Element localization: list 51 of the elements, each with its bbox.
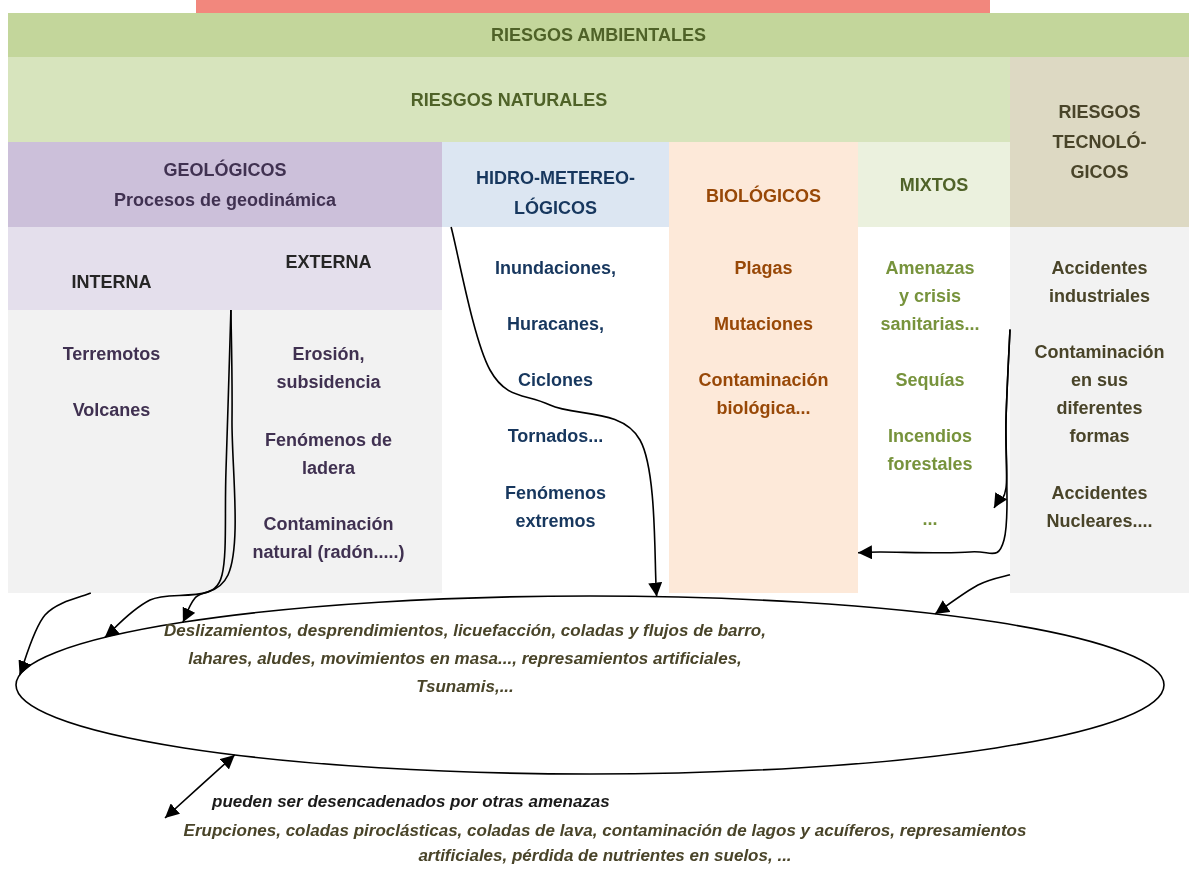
heading-text: MIXTOS xyxy=(899,173,969,197)
description-text: Erupciones, coladas piroclásticas, coladas de lava, contaminación de lagos y acuíferos, represamientos artificiales, pérdida de nutrientes en suelos, ... xyxy=(165,818,1045,870)
list-item: Sequías xyxy=(894,369,966,392)
column-panel xyxy=(8,310,215,593)
list-item: Inundaciones, xyxy=(494,257,617,280)
arrow xyxy=(164,754,236,819)
heading-text: RIESGOS TECNOLÓ- GICOS xyxy=(1051,101,1148,184)
category-header xyxy=(1010,57,1189,227)
list-item: Incendios forestales xyxy=(886,425,974,476)
heading-text: HIDRO-METEREO- LÓGICOS xyxy=(475,166,636,220)
list-item: Plagas xyxy=(733,257,794,280)
list-item: Ciclones xyxy=(517,369,594,392)
list-item: Erosión, subsidencia xyxy=(275,343,382,394)
edge-label: pueden ser desencadenados por otras amenazas xyxy=(210,792,612,812)
list-item: Contaminación biológica... xyxy=(697,369,830,420)
heading-text: BIOLÓGICOS xyxy=(706,184,821,208)
list-item: Accidentes industriales xyxy=(1048,257,1151,308)
category-header xyxy=(442,142,669,227)
list-item: Accidentes Nucleares.... xyxy=(1045,482,1154,533)
category-header xyxy=(669,142,858,227)
arrow xyxy=(993,328,1011,509)
column-panel xyxy=(669,227,858,593)
list-item: Huracanes, xyxy=(505,313,606,336)
list-item: Amenazas y crisis sanitarias... xyxy=(879,257,981,336)
heading-text: INTERNA xyxy=(71,270,152,294)
heading-text: GEOLÓGICOS xyxy=(163,158,287,182)
heading-text: EXTERNA xyxy=(285,250,372,274)
category-band xyxy=(8,57,1010,142)
column-panel xyxy=(215,310,442,593)
list-item: Contaminación natural (radón.....) xyxy=(251,513,406,564)
list-item: Fenómenos extremos xyxy=(504,482,607,533)
list-item: Terremotos xyxy=(61,343,162,366)
list-item: Volcanes xyxy=(71,399,152,422)
list-item: Fenómenos de ladera xyxy=(264,429,393,480)
list-item: Mutaciones xyxy=(713,313,814,336)
category-header xyxy=(858,142,1010,227)
heading-text: RIESGOS AMBIENTALES xyxy=(491,24,706,47)
arrow xyxy=(182,309,232,624)
category-header xyxy=(8,142,442,227)
heading-text: RIESGOS NATURALES xyxy=(410,88,608,112)
list-item: Contaminación en sus diferentes formas xyxy=(1033,341,1166,448)
arrow xyxy=(18,592,92,676)
subcategory-header xyxy=(215,227,442,310)
list-item: Tornados... xyxy=(506,425,605,448)
heading-text: Procesos de geodinámica xyxy=(113,188,337,212)
list-item: ... xyxy=(921,508,939,531)
subcategory-header xyxy=(8,227,215,310)
category-band xyxy=(8,13,1189,57)
arrow xyxy=(934,573,1011,615)
description-text: Deslizamientos, desprendimientos, licuefacción, coladas y flujos de barro, lahares, aludes, movimientos en masa..., represamientos artificiales, Tsunamis,... xyxy=(163,620,767,698)
column-panel xyxy=(1010,227,1189,593)
